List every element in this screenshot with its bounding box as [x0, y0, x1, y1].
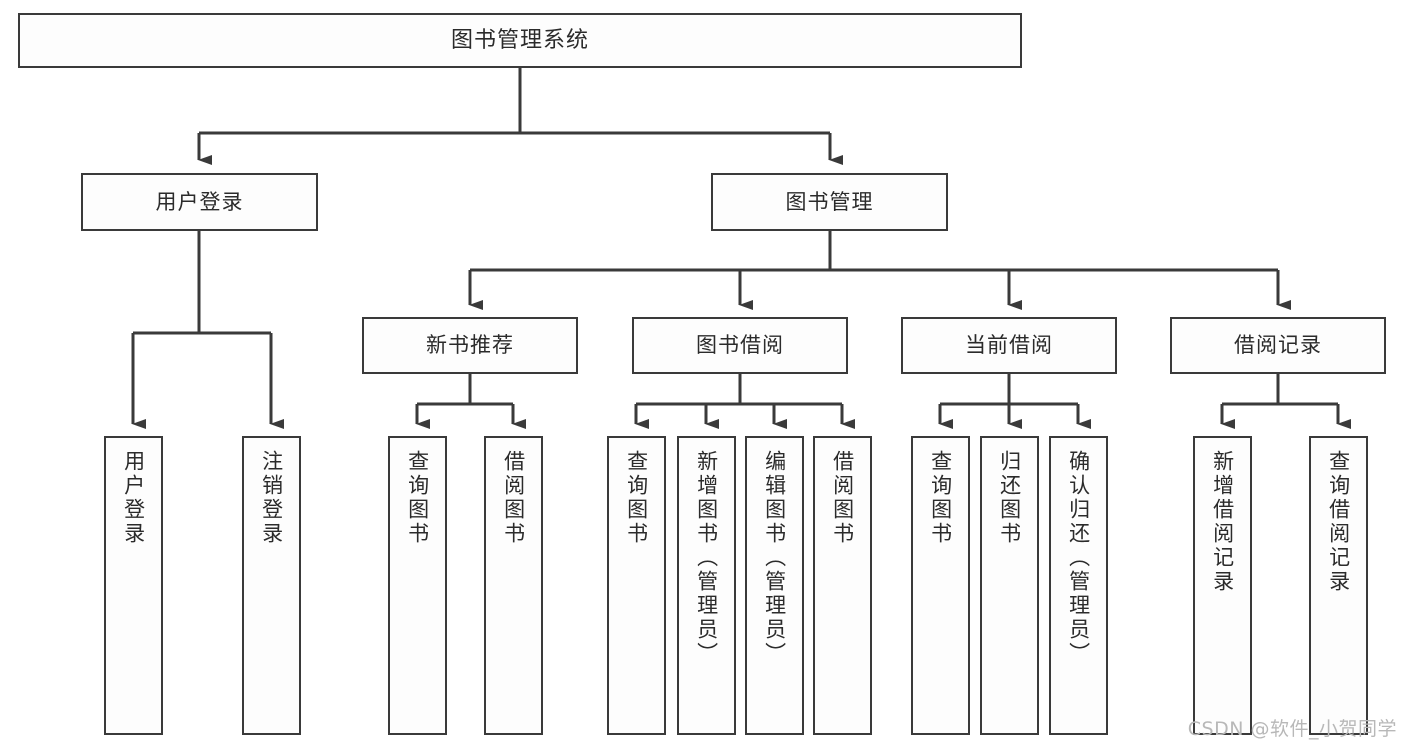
leaf-book-borrow-add-book-admin[interactable]: 新增图书（管理员） [677, 436, 736, 735]
leaf-user-login-logout[interactable]: 注销登录 [242, 436, 301, 735]
leaf-book-borrow-edit-book-admin[interactable]: 编辑图书（管理员） [745, 436, 804, 735]
node-label: 注销登录 [259, 450, 284, 546]
node-user-login[interactable]: 用户登录 [81, 173, 318, 231]
node-borrow-record[interactable]: 借阅记录 [1170, 317, 1386, 374]
node-label: 查询借阅记录 [1326, 450, 1351, 594]
watermark: CSDN @软件_小贺同学 [1187, 718, 1397, 740]
node-label: 查询图书 [928, 450, 953, 546]
node-label: 当前借阅 [965, 333, 1053, 358]
node-current-borrow[interactable]: 当前借阅 [901, 317, 1117, 374]
leaf-current-borrow-return-book[interactable]: 归还图书 [980, 436, 1039, 735]
leaf-new-book-borrow-book[interactable]: 借阅图书 [484, 436, 543, 735]
node-label: 图书借阅 [696, 333, 784, 358]
node-book-management[interactable]: 图书管理 [711, 173, 948, 231]
node-label: 图书管理系统 [450, 27, 589, 53]
node-label: 图书管理 [785, 189, 874, 214]
leaf-borrow-record-query-record[interactable]: 查询借阅记录 [1309, 436, 1368, 735]
leaf-current-borrow-confirm-return-admin[interactable]: 确认归还（管理员） [1049, 436, 1108, 735]
node-book-borrow[interactable]: 图书借阅 [632, 317, 848, 374]
node-label: 归还图书 [997, 450, 1022, 546]
node-label: 新书推荐 [426, 333, 514, 358]
node-label: 确认归还（管理员） [1066, 450, 1091, 666]
leaf-user-login-login[interactable]: 用户登录 [104, 436, 163, 735]
node-label: 用户登录 [155, 189, 244, 214]
node-label: 查询图书 [624, 450, 649, 546]
leaf-new-book-query-book[interactable]: 查询图书 [388, 436, 447, 735]
leaf-current-borrow-query-book[interactable]: 查询图书 [911, 436, 970, 735]
node-new-book-recommend[interactable]: 新书推荐 [362, 317, 578, 374]
node-label: 借阅记录 [1234, 333, 1322, 358]
node-label: 新增借阅记录 [1210, 450, 1235, 594]
leaf-book-borrow-query-book[interactable]: 查询图书 [607, 436, 666, 735]
node-label: 用户登录 [121, 450, 146, 546]
node-label: 查询图书 [405, 450, 430, 546]
node-root-book-management-system[interactable]: 图书管理系统 [18, 13, 1022, 68]
node-label: 借阅图书 [830, 450, 855, 546]
node-label: 编辑图书（管理员） [762, 450, 787, 666]
node-label: 新增图书（管理员） [694, 450, 719, 666]
node-label: 借阅图书 [501, 450, 526, 546]
leaf-borrow-record-add-record[interactable]: 新增借阅记录 [1193, 436, 1252, 735]
leaf-book-borrow-borrow-book[interactable]: 借阅图书 [813, 436, 872, 735]
